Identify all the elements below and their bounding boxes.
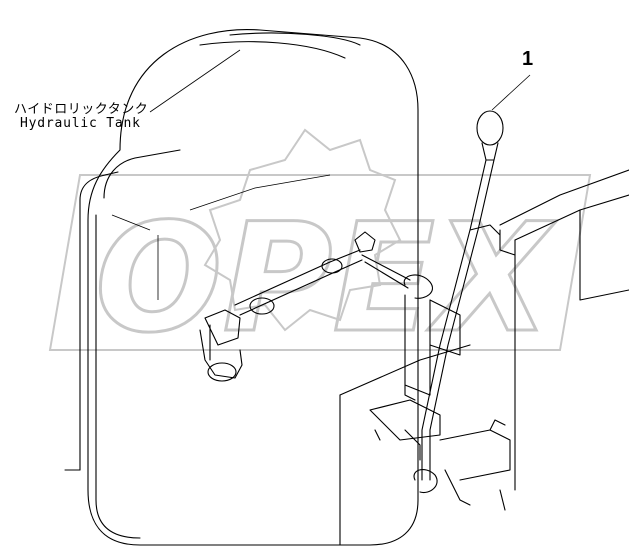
linkage-rod: [234, 231, 433, 316]
tank-label-en: Hydraulic Tank: [20, 116, 141, 131]
watermark: OPEX: [48, 128, 592, 368]
tank-label-jp: ハイドロリックタンク: [14, 102, 149, 117]
frame-body: [339, 169, 629, 546]
bracket: [404, 294, 461, 401]
tank-leader-line: [149, 49, 241, 113]
control-lever: [421, 74, 531, 481]
hydraulic-tank: [64, 28, 419, 546]
callout-number: 1: [522, 48, 534, 70]
watermark-text: OPEX: [95, 192, 557, 366]
lower-mechanism: [369, 399, 511, 511]
ball-joint-left: [199, 309, 243, 382]
